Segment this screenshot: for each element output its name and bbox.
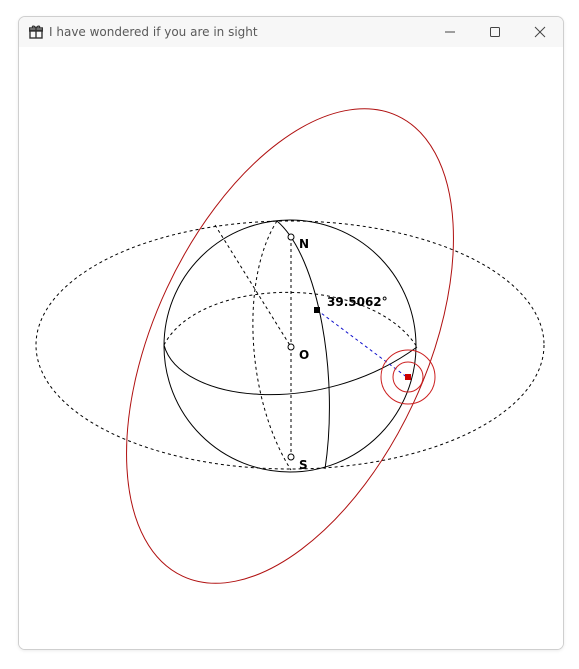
- angle-point[interactable]: [314, 307, 320, 313]
- drawing-canvas[interactable]: N O S 39.5062°: [19, 47, 563, 649]
- close-button[interactable]: [517, 17, 563, 47]
- origin-label: O: [299, 348, 309, 362]
- window-title: I have wondered if you are in sight: [49, 25, 258, 39]
- meridian-back: [252, 220, 292, 471]
- target-ring-outer: [380, 349, 436, 405]
- minimize-icon: [445, 31, 455, 33]
- title-bar[interactable]: I have wondered if you are in sight: [19, 17, 563, 47]
- close-icon: [534, 26, 546, 38]
- south-label: S: [299, 458, 308, 472]
- outer-dashed-ellipse: [35, 220, 545, 470]
- minimize-button[interactable]: [427, 17, 473, 47]
- blue-guide-line: [316, 309, 409, 379]
- equator-back: [163, 291, 418, 348]
- north-point[interactable]: [287, 233, 295, 241]
- celestial-sphere-diagram: N O S 39.5062°: [35, 108, 545, 584]
- angle-label: 39.5062°: [327, 295, 388, 309]
- diagonal-guide: [214, 224, 292, 348]
- equator-front: [163, 344, 418, 396]
- gift-box-icon: [29, 25, 43, 39]
- south-point[interactable]: [287, 453, 295, 461]
- app-window: I have wondered if you are in sight: [18, 16, 564, 650]
- origin-point[interactable]: [287, 343, 295, 351]
- meridian-front: [276, 220, 330, 470]
- target-ring-inner: [392, 361, 424, 393]
- maximize-icon: [490, 27, 500, 37]
- maximize-button[interactable]: [472, 17, 518, 47]
- target-marker[interactable]: [405, 374, 411, 380]
- north-label: N: [299, 237, 309, 251]
